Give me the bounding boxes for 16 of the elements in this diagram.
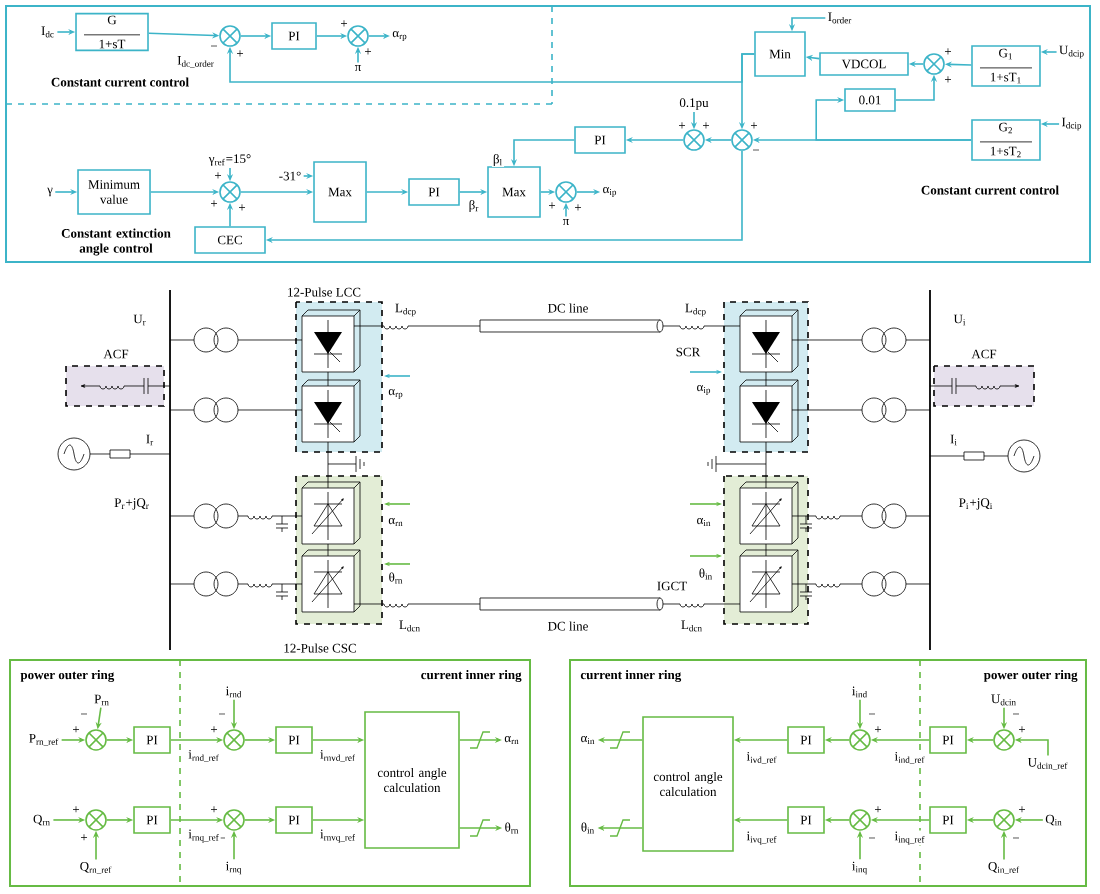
summing-junction: [223, 729, 245, 751]
summing-junction: [849, 729, 871, 751]
summing-junction: [993, 729, 1015, 751]
summing-junction: [85, 729, 107, 751]
summing-junction: [347, 25, 369, 47]
summing-junction: [223, 809, 245, 831]
summing-junction: [849, 809, 871, 831]
summing-junction: [219, 25, 241, 47]
summing-junction: [923, 53, 945, 75]
summing-junction: [683, 129, 705, 151]
summing-junction: [993, 809, 1015, 831]
summing-junction: [85, 809, 107, 831]
summing-junction: [731, 129, 753, 151]
arrow: [815, 96, 972, 141]
summing-junction: [555, 181, 577, 203]
summing-junction: [219, 181, 241, 203]
